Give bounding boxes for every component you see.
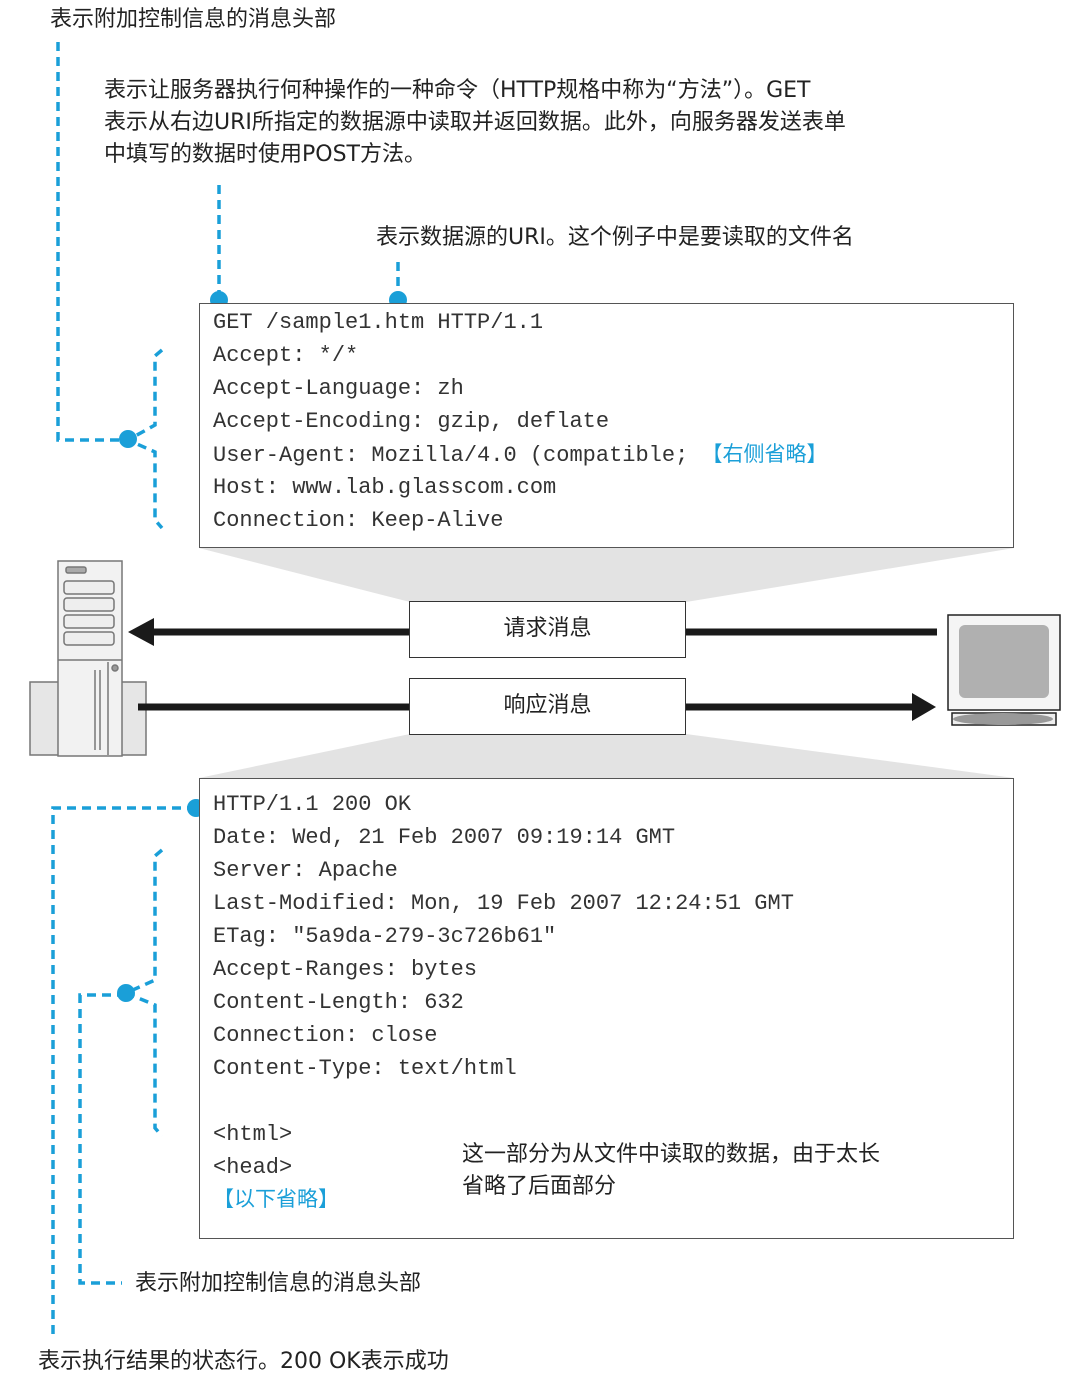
response-arrowhead <box>912 693 936 721</box>
request-funnel <box>199 548 1014 602</box>
response-header: Server: Apache <box>213 858 398 883</box>
request-header: Accept: */* <box>213 343 359 368</box>
response-header: Accept-Ranges: bytes <box>213 957 478 982</box>
status-note: 表示执行结果的状态行。200 OK表示成功 <box>38 1349 449 1374</box>
response-header: Last-Modified: Mon, 19 Feb 2007 12:24:51… <box>213 891 794 916</box>
response-message-box: HTTP/1.1 200 OK Date: Wed, 21 Feb 2007 0… <box>199 778 1014 1239</box>
client-computer-icon <box>947 614 1061 726</box>
response-header: Date: Wed, 21 Feb 2007 09:19:14 GMT <box>213 825 676 850</box>
response-header: ETag: "5a9da-279-3c726b61" <box>213 924 557 949</box>
user-agent-text: User-Agent: Mozilla/4.0 (compatible; <box>213 443 702 468</box>
body-note-line: 这一部分为从文件中读取的数据，由于太长 <box>462 1142 881 1167</box>
body-line: <head> <box>213 1155 293 1180</box>
request-message-box: GET /sample1.htm HTTP/1.1 Accept: */* Ac… <box>199 303 1014 548</box>
uri-note: 表示数据源的URI。这个例子中是要读取的文件名 <box>376 225 854 250</box>
response-header: Connection: close <box>213 1023 438 1048</box>
request-arrowhead <box>128 618 154 646</box>
response-message-label: 响应消息 <box>409 678 686 735</box>
response-header-note: 表示附加控制信息的消息头部 <box>135 1271 422 1296</box>
request-header: Accept-Encoding: gzip, deflate <box>213 409 610 434</box>
request-line: GET /sample1.htm HTTP/1.1 <box>213 310 544 335</box>
request-header: User-Agent: Mozilla/4.0 (compatible; 【右侧… <box>213 438 827 472</box>
request-message-label: 请求消息 <box>409 601 686 658</box>
body-line: <html> <box>213 1122 293 1147</box>
status-line: HTTP/1.1 200 OK <box>213 792 412 817</box>
body-note-line: 省略了后面部分 <box>462 1174 617 1199</box>
omitted-marker: 【右侧省略】 <box>701 442 828 466</box>
response-funnel <box>199 734 1014 778</box>
omitted-marker: 【以下省略】 <box>213 1187 339 1211</box>
method-note-line: 中填写的数据时使用POST方法。 <box>104 142 426 167</box>
server-icon <box>29 560 147 757</box>
response-header: Content-Type: text/html <box>213 1056 517 1081</box>
request-header: Accept-Language: zh <box>213 376 464 401</box>
response-header: Content-Length: 632 <box>213 990 464 1015</box>
request-header: Connection: Keep-Alive <box>213 508 504 533</box>
request-header-note: 表示附加控制信息的消息头部 <box>50 7 337 32</box>
request-header: Host: www.lab.glasscom.com <box>213 475 557 500</box>
method-note-line: 表示让服务器执行何种操作的一种命令（HTTP规格中称为“方法”）。GET <box>104 78 811 103</box>
method-note-line: 表示从右边URI所指定的数据源中读取并返回数据。此外，向服务器发送表单 <box>104 110 846 135</box>
